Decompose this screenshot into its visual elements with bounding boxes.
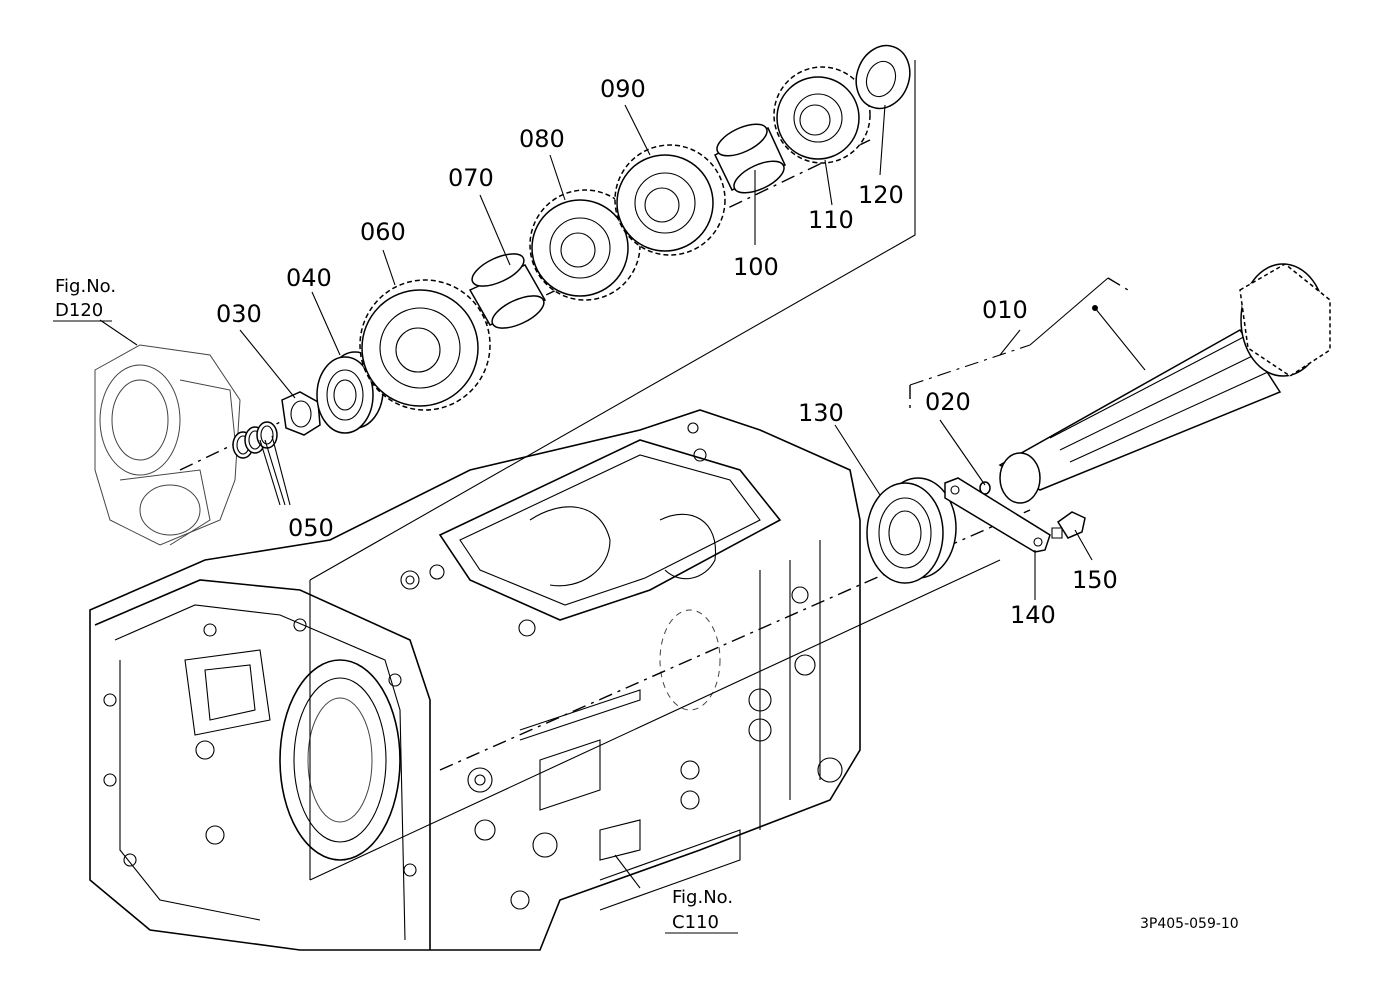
fig-ref-d120-title: Fig.No. xyxy=(55,276,116,297)
gear-080[interactable] xyxy=(529,189,641,301)
label-120[interactable]: 120 xyxy=(858,181,904,209)
leader-lines xyxy=(99,104,1146,889)
label-010[interactable]: 010 xyxy=(982,296,1028,324)
label-080[interactable]: 080 xyxy=(519,125,565,153)
shaft-index-dot xyxy=(1092,305,1098,311)
label-140[interactable]: 140 xyxy=(1010,601,1056,629)
label-020[interactable]: 020 xyxy=(925,388,971,416)
label-070[interactable]: 070 xyxy=(448,164,494,192)
plate-140[interactable] xyxy=(944,477,1051,553)
label-150[interactable]: 150 xyxy=(1072,566,1118,594)
label-100[interactable]: 100 xyxy=(733,253,779,281)
fig-ref-c110[interactable]: Fig.No. C110 xyxy=(665,887,738,934)
gear-060[interactable] xyxy=(359,279,491,411)
fig-ref-c110-title: Fig.No. xyxy=(672,887,733,908)
fig-ref-c110-number[interactable]: C110 xyxy=(672,912,719,933)
shaft-010[interactable] xyxy=(998,263,1331,504)
label-030[interactable]: 030 xyxy=(216,300,262,328)
part-labels: 010 020 030 040 050 060 070 080 090 100 … xyxy=(216,75,1118,629)
bushing-100[interactable] xyxy=(712,118,788,200)
label-050[interactable]: 050 xyxy=(288,514,334,542)
label-060[interactable]: 060 xyxy=(360,218,406,246)
gear-110[interactable] xyxy=(773,66,871,164)
label-040[interactable]: 040 xyxy=(286,264,332,292)
label-110[interactable]: 110 xyxy=(808,206,854,234)
snap-rings-050[interactable] xyxy=(232,421,278,459)
fig-ref-d120-number[interactable]: D120 xyxy=(55,300,103,321)
nut-030[interactable] xyxy=(281,391,321,436)
bushing-070[interactable] xyxy=(468,247,549,334)
drawing-number: 3P405-059-10 xyxy=(1140,916,1239,932)
mating-housing-d120 xyxy=(94,344,241,546)
fig-ref-d120[interactable]: Fig.No. D120 xyxy=(53,276,116,322)
label-130[interactable]: 130 xyxy=(798,399,844,427)
label-090[interactable]: 090 xyxy=(600,75,646,103)
gear-090[interactable] xyxy=(614,144,726,256)
washer-120[interactable] xyxy=(848,38,919,116)
bolt-150[interactable] xyxy=(1051,511,1086,539)
transmission-case xyxy=(89,409,861,951)
bearing-130[interactable] xyxy=(866,477,957,584)
